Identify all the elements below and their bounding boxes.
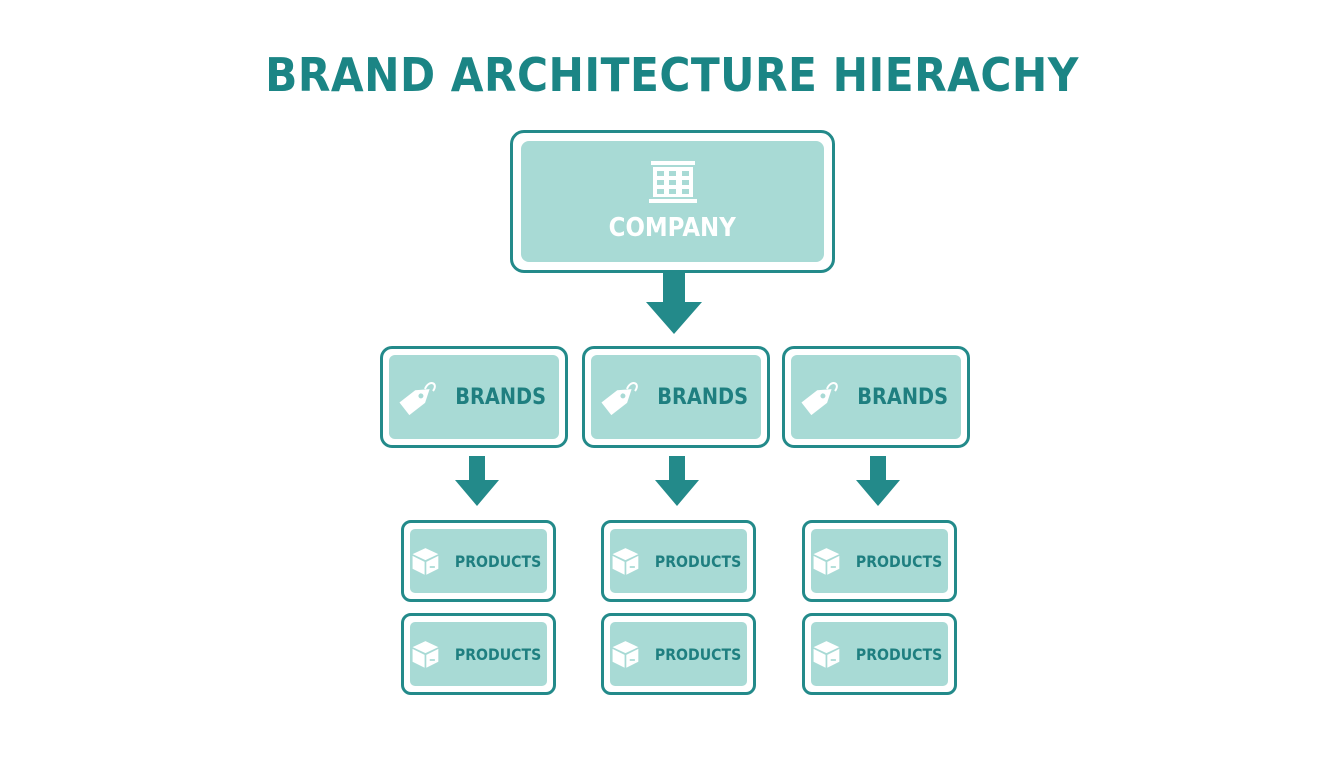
brand-to-products-arrow-1 [455, 456, 499, 506]
company-label: COMPANY [608, 212, 737, 243]
company-to-brands-arrow [646, 272, 702, 334]
box-icon [813, 548, 840, 575]
product-node-fill: PRODUCTS [610, 622, 747, 686]
brand-node-fill: BRANDS [791, 355, 961, 439]
company-node: COMPANY [510, 130, 835, 273]
box-icon [813, 641, 840, 668]
box-icon [412, 548, 439, 575]
tag-icon [601, 382, 639, 416]
product-label: PRODUCTS [454, 644, 542, 664]
product-node-1-1: PRODUCTS [401, 520, 556, 602]
brand-label: BRANDS [657, 384, 749, 410]
brand-node-1: BRANDS [380, 346, 568, 448]
product-node-3-2: PRODUCTS [802, 613, 957, 695]
product-node-3-1: PRODUCTS [802, 520, 957, 602]
tag-icon [801, 382, 839, 416]
tag-icon [399, 382, 437, 416]
brand-label: BRANDS [857, 384, 949, 410]
product-node-fill: PRODUCTS [610, 529, 747, 593]
product-label: PRODUCTS [654, 644, 742, 664]
brand-node-fill: BRANDS [591, 355, 761, 439]
product-node-1-2: PRODUCTS [401, 613, 556, 695]
company-node-fill: COMPANY [521, 141, 824, 262]
product-node-2-2: PRODUCTS [601, 613, 756, 695]
product-node-fill: PRODUCTS [410, 529, 547, 593]
product-node-fill: PRODUCTS [410, 622, 547, 686]
building-icon [648, 160, 697, 203]
brand-node-3: BRANDS [782, 346, 970, 448]
box-icon [612, 641, 639, 668]
product-node-fill: PRODUCTS [811, 622, 948, 686]
product-label: PRODUCTS [654, 551, 742, 571]
brand-node-2: BRANDS [582, 346, 770, 448]
box-icon [612, 548, 639, 575]
product-label: PRODUCTS [855, 644, 943, 664]
product-label: PRODUCTS [454, 551, 542, 571]
brand-to-products-arrow-3 [856, 456, 900, 506]
box-icon [412, 641, 439, 668]
brand-to-products-arrow-2 [655, 456, 699, 506]
product-label: PRODUCTS [855, 551, 943, 571]
brand-node-fill: BRANDS [389, 355, 559, 439]
diagram-title: BRAND ARCHITECTURE HIERACHY [265, 48, 1079, 102]
product-node-2-1: PRODUCTS [601, 520, 756, 602]
product-node-fill: PRODUCTS [811, 529, 948, 593]
brand-label: BRANDS [455, 384, 547, 410]
